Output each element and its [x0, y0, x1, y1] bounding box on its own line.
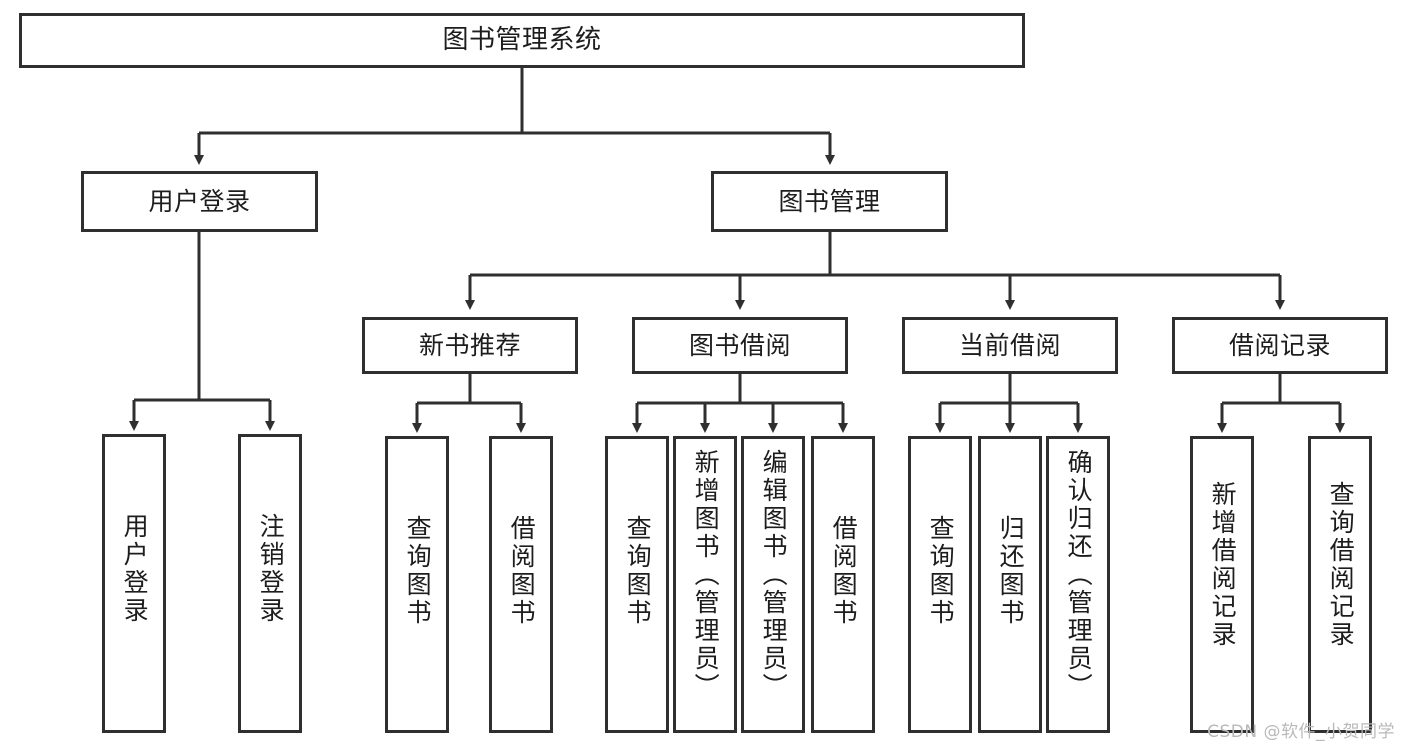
- node-new-book-recommend[interactable]: 新书推荐: [362, 317, 578, 374]
- leaf-return-book[interactable]: 归还图书: [978, 436, 1042, 733]
- node-label: 新书推荐: [418, 330, 521, 360]
- leaf-query-book-recommend[interactable]: 查询图书: [385, 436, 449, 733]
- leaf-user-login[interactable]: 用户登录: [102, 434, 166, 733]
- node-book-management[interactable]: 图书管理: [711, 171, 948, 232]
- node-current-borrow[interactable]: 当前借阅: [902, 317, 1118, 374]
- node-label: 借阅图书: [829, 515, 859, 627]
- node-label: 注销登录: [256, 513, 286, 625]
- leaf-confirm-return-admin[interactable]: 确认归还（管理员）: [1046, 436, 1110, 733]
- node-label: 用户登录: [120, 513, 150, 625]
- node-label: 归还图书: [996, 515, 1026, 627]
- node-label: 编辑图书（管理员）: [759, 449, 789, 701]
- node-label: 查询图书: [926, 515, 956, 627]
- leaf-query-book-borrow[interactable]: 查询图书: [605, 436, 669, 733]
- leaf-query-borrow-record[interactable]: 查询借阅记录: [1308, 436, 1372, 733]
- leaf-add-borrow-record[interactable]: 新增借阅记录: [1190, 436, 1254, 733]
- node-book-borrow[interactable]: 图书借阅: [632, 317, 848, 374]
- leaf-add-book-admin[interactable]: 新增图书（管理员）: [673, 436, 737, 733]
- node-label: 查询借阅记录: [1326, 481, 1356, 649]
- leaf-edit-book-admin[interactable]: 编辑图书（管理员）: [741, 436, 805, 733]
- node-label: 用户登录: [148, 186, 251, 216]
- node-label: 图书借阅: [688, 330, 791, 360]
- node-label: 查询图书: [403, 515, 433, 627]
- node-root-system[interactable]: 图书管理系统: [19, 13, 1025, 68]
- node-label: 确认归还（管理员）: [1064, 449, 1094, 701]
- leaf-borrow-book[interactable]: 借阅图书: [811, 436, 875, 733]
- node-user-login[interactable]: 用户登录: [81, 171, 318, 232]
- node-label: 新增图书（管理员）: [691, 449, 721, 701]
- leaf-query-book-current[interactable]: 查询图书: [908, 436, 972, 733]
- node-label: 新增借阅记录: [1208, 481, 1238, 649]
- node-label: 借阅图书: [507, 515, 537, 627]
- node-label: 查询图书: [623, 515, 653, 627]
- node-label: 图书管理: [778, 186, 881, 216]
- node-label: 当前借阅: [958, 330, 1061, 360]
- leaf-logout[interactable]: 注销登录: [238, 434, 302, 733]
- node-borrow-record[interactable]: 借阅记录: [1172, 317, 1388, 374]
- node-label: 借阅记录: [1228, 330, 1331, 360]
- node-label: 图书管理系统: [442, 25, 602, 56]
- leaf-borrow-book-recommend[interactable]: 借阅图书: [489, 436, 553, 733]
